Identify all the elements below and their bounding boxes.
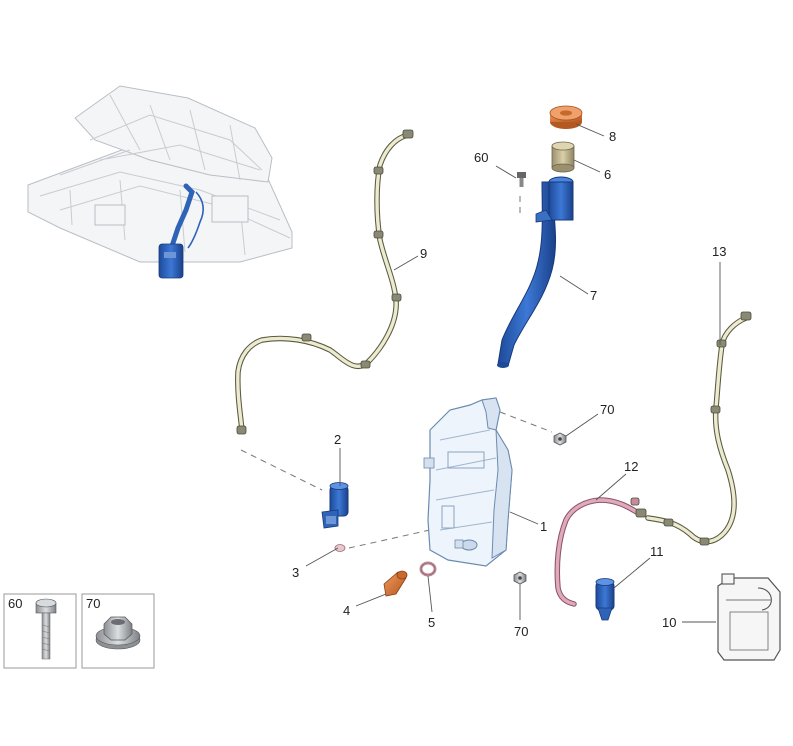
filler-cap-part-8 — [549, 105, 583, 129]
callout-labels: 8 6 60 7 9 13 70 1 2 3 4 5 70 12 11 10 — [292, 129, 726, 639]
fluid-canister-part-10 — [717, 573, 781, 661]
callout-2: 2 — [334, 432, 341, 447]
callout-5: 5 — [428, 615, 435, 630]
hose-part-12 — [554, 497, 647, 607]
callout-11: 11 — [650, 544, 664, 559]
nut-part-70-top — [553, 432, 567, 446]
callout-60: 60 — [474, 150, 488, 165]
callout-8: 8 — [609, 129, 616, 144]
hose-part-9 — [235, 129, 414, 435]
callout-3: 3 — [292, 565, 299, 580]
reservoir-part-1 — [423, 397, 513, 567]
legend-box-nut: 70 — [81, 593, 155, 669]
nut-part-70-bottom — [513, 571, 527, 585]
hose-part-13 — [645, 311, 752, 546]
screw-part-60 — [517, 172, 526, 187]
legend-box-bolt: 60 — [3, 593, 77, 669]
callout-70-bottom: 70 — [514, 624, 528, 639]
legend-nut-label: 70 — [86, 596, 100, 611]
leader-lines — [305, 123, 721, 623]
callout-13: 13 — [712, 244, 726, 259]
callout-6: 6 — [604, 167, 611, 182]
pump-part-11 — [595, 578, 615, 621]
filler-neck-part-7 — [497, 176, 574, 368]
vehicle-front-structure-context — [27, 85, 293, 279]
assembly-guide-lines — [240, 196, 553, 549]
callout-12: 12 — [624, 459, 638, 474]
strainer-part-6 — [551, 141, 575, 173]
grommet-part-3 — [334, 544, 346, 552]
pump-part-2 — [321, 482, 349, 529]
bolt-icon — [35, 598, 57, 660]
flange-nut-icon — [95, 616, 141, 650]
callout-4: 4 — [343, 603, 350, 618]
callout-9: 9 — [420, 246, 427, 261]
callout-10: 10 — [662, 615, 676, 630]
callout-7: 7 — [590, 288, 597, 303]
seal-part-5 — [419, 561, 437, 577]
level-sensor-part-4 — [383, 570, 408, 597]
legend-bolt-label: 60 — [8, 596, 22, 611]
callout-70-top: 70 — [600, 402, 614, 417]
callout-1: 1 — [540, 519, 547, 534]
